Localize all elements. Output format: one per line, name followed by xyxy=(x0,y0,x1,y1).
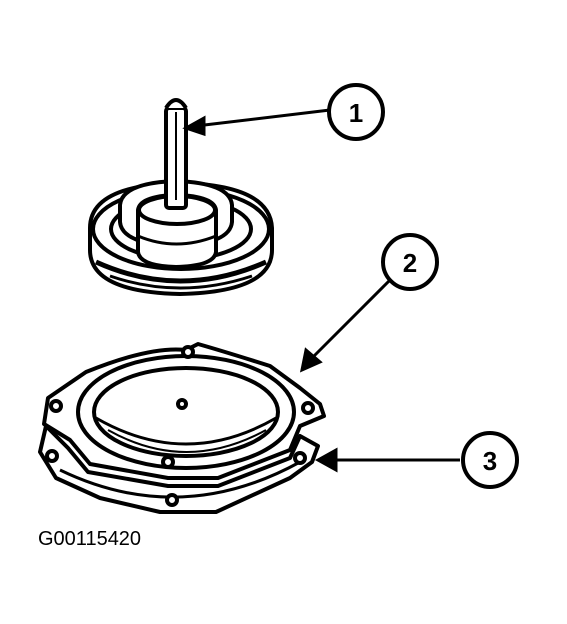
callout-3-label: 3 xyxy=(483,446,497,476)
callout-3: 3 xyxy=(461,431,519,489)
callout-2: 2 xyxy=(381,233,439,291)
callout-1: 1 xyxy=(327,83,385,141)
callout-2-label: 2 xyxy=(403,248,417,278)
part-2-gasket-plate xyxy=(42,342,326,480)
callout-1-label: 1 xyxy=(349,98,363,128)
leader-lines xyxy=(182,108,460,473)
figure-id-label: G00115420 xyxy=(38,528,142,550)
part-1-piston-assembly xyxy=(88,98,274,296)
part-3-gasket-plate xyxy=(38,424,320,514)
